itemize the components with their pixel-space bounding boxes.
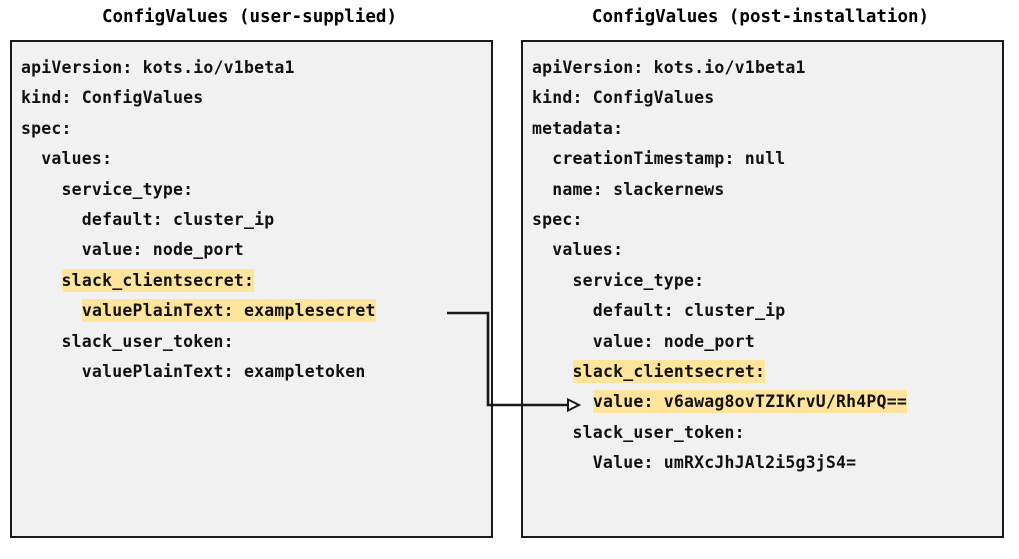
- highlighted-code-text: value: v6awag8ovTZIKrvU/Rh4PQ==: [592, 390, 907, 414]
- code-line: valuePlainText: examplesecret: [21, 296, 491, 326]
- right-panel: ConfigValues (post-installation) apiVers…: [511, 0, 1010, 559]
- code-line: name: slackernews: [532, 175, 1002, 205]
- left-panel: ConfigValues (user-supplied) apiVersion:…: [0, 0, 499, 559]
- left-code-lines: apiVersion: kots.io/v1beta1 kind: ConfigV…: [21, 53, 491, 387]
- code-text: slack_user_token:: [21, 331, 234, 351]
- code-line: slack_clientsecret:: [21, 266, 491, 296]
- right-code-lines: apiVersion: kots.io/v1beta1 kind: ConfigV…: [532, 53, 1002, 478]
- code-line: service_type:: [21, 175, 491, 205]
- code-text: apiVersion: kots.io/v1beta1: [21, 58, 295, 77]
- left-panel-title: ConfigValues (user-supplied): [101, 7, 397, 27]
- code-line: value: v6awag8ovTZIKrvU/Rh4PQ==: [532, 387, 1002, 417]
- code-line: spec:: [21, 114, 491, 144]
- left-config-box: apiVersion: kots.io/v1beta1 kind: ConfigV…: [10, 40, 493, 538]
- right-config-box: apiVersion: kots.io/v1beta1 kind: ConfigV…: [521, 40, 1004, 538]
- code-text: kind: ConfigValues: [21, 88, 204, 108]
- code-line: kind: ConfigValues: [21, 83, 491, 113]
- code-line: spec:: [532, 205, 1002, 235]
- code-text: spec:: [21, 118, 72, 138]
- right-panel-title: ConfigValues (post-installation): [591, 7, 930, 27]
- code-line: apiVersion: kots.io/v1beta1: [21, 53, 491, 83]
- highlighted-code-text: slack_clientsecret:: [61, 268, 255, 292]
- code-text: kind: ConfigValues: [532, 88, 715, 108]
- code-text: value: node_port: [21, 240, 244, 260]
- code-text: service_type:: [532, 270, 705, 290]
- code-text: valuePlainText: exampletoken: [21, 361, 366, 381]
- code-text: Value: umRXcJhJAl2i5g3jS4=: [532, 453, 857, 473]
- code-text: spec:: [532, 209, 583, 229]
- code-line: Value: umRXcJhJAl2i5g3jS4=: [532, 448, 1002, 478]
- code-line: default: cluster_ip: [21, 205, 491, 235]
- code-text: name: slackernews: [532, 179, 725, 199]
- code-line: default: cluster_ip: [532, 296, 1002, 326]
- code-text: slack_user_token:: [532, 422, 745, 442]
- code-line: slack_user_token:: [21, 327, 491, 357]
- code-line: apiVersion: kots.io/v1beta1: [532, 53, 1002, 83]
- code-line: value: node_port: [21, 235, 491, 265]
- code-line: values:: [532, 235, 1002, 265]
- code-text: metadata:: [532, 118, 624, 138]
- code-text: apiVersion: kots.io/v1beta1: [532, 58, 806, 77]
- code-line: valuePlainText: exampletoken: [21, 357, 491, 387]
- code-line: value: node_port: [532, 327, 1002, 357]
- code-line: values:: [21, 144, 491, 174]
- highlighted-code-text: valuePlainText: examplesecret: [81, 299, 376, 323]
- code-indent: [21, 271, 62, 290]
- code-text: service_type:: [21, 179, 194, 199]
- highlighted-code-text: slack_clientsecret:: [572, 359, 766, 383]
- code-indent: [21, 301, 82, 320]
- code-line: metadata:: [532, 114, 1002, 144]
- code-line: service_type:: [532, 266, 1002, 296]
- code-text: value: node_port: [532, 331, 755, 351]
- code-text: default: cluster_ip: [532, 301, 786, 321]
- code-line: slack_user_token:: [532, 418, 1002, 448]
- code-text: values:: [21, 149, 113, 169]
- code-text: creationTimestamp: null: [532, 149, 786, 169]
- code-text: default: cluster_ip: [21, 209, 275, 229]
- code-line: creationTimestamp: null: [532, 144, 1002, 174]
- code-line: kind: ConfigValues: [532, 83, 1002, 113]
- code-indent: [532, 362, 573, 381]
- code-text: values:: [532, 240, 624, 260]
- code-indent: [532, 392, 593, 411]
- code-line: slack_clientsecret:: [532, 357, 1002, 387]
